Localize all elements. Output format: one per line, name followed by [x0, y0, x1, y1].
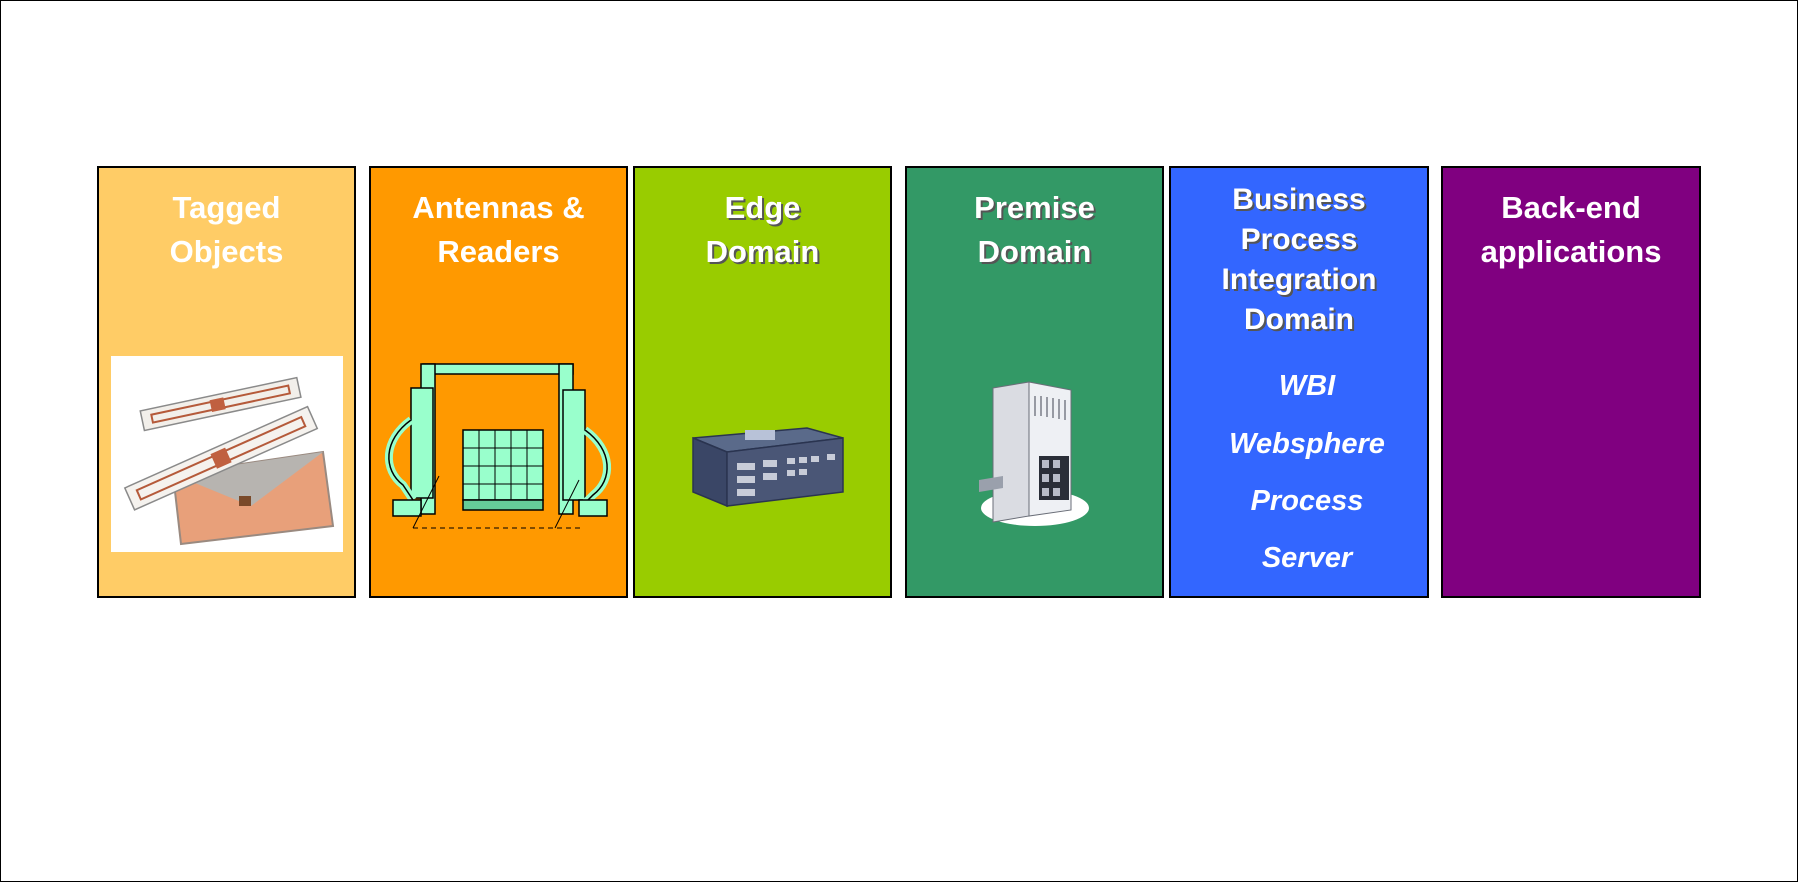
rfid-portal-icon — [385, 363, 611, 529]
server-tower-illustration — [979, 381, 1089, 526]
rfid-tags-illustration — [111, 356, 343, 552]
panel-title: Premise Domain — [974, 190, 1095, 269]
panel-premise-domain: Premise Domain — [905, 166, 1164, 598]
wbi-label: WBI — [1278, 370, 1336, 402]
panel-antennas-readers: Antennas & Readers — [369, 166, 628, 598]
panel-title: Antennas & Readers — [412, 190, 585, 269]
panel-title: Edge Domain — [705, 190, 820, 269]
panel-title: Tagged Objects — [169, 190, 284, 269]
edge-controller-illustration — [692, 427, 844, 508]
panel-back-end-applications: Back-end applications — [1441, 166, 1701, 598]
panel-edge-domain: Edge Domain — [633, 166, 892, 598]
panel-title: Business Process Integration Domain — [1221, 183, 1377, 336]
panel-title: Back-end applications — [1480, 190, 1662, 269]
server-label: Server — [1261, 542, 1353, 574]
websphere-label: Websphere — [1229, 428, 1385, 460]
process-label: Process — [1250, 485, 1364, 517]
panel-tagged-objects: Tagged Objects — [97, 166, 356, 598]
panel-business-process-integration-domain: Business Process Integration Domain WBI … — [1169, 166, 1429, 598]
